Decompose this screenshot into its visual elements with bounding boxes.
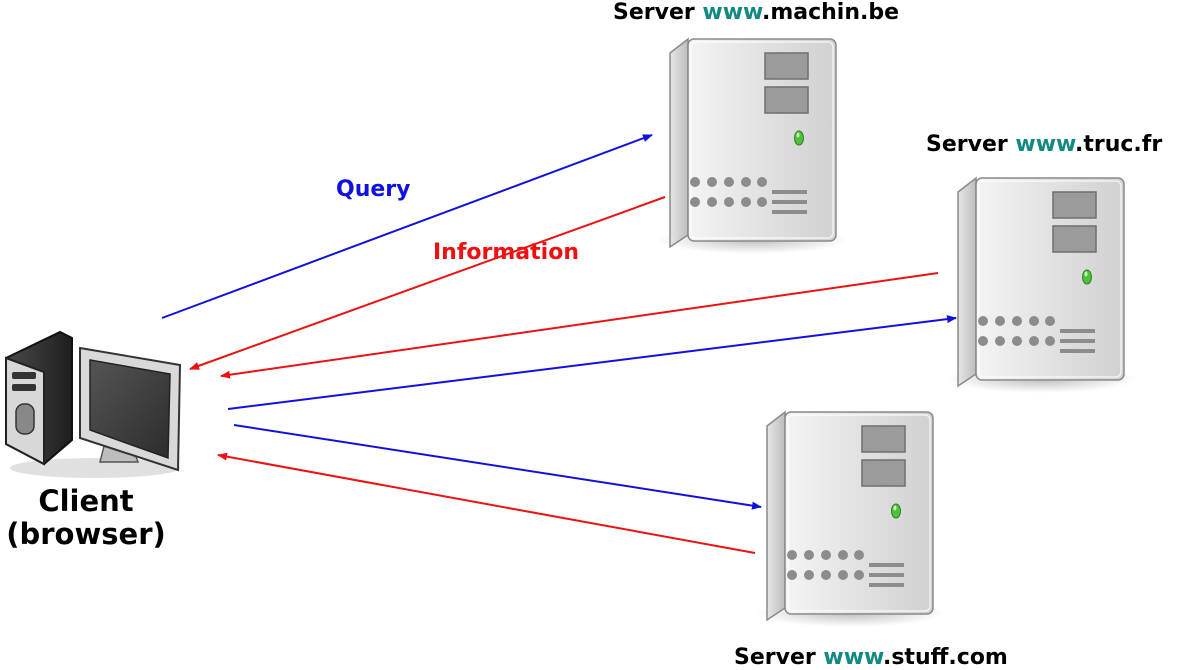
server-domain: .stuff.com — [882, 645, 1008, 670]
server-label-machin: Server www.machin.be — [613, 2, 899, 24]
server-label-stuff: Server www.stuff.com — [734, 647, 1008, 669]
server-prefix: Server — [613, 0, 703, 25]
server-icon-machin — [657, 38, 849, 255]
query-arrow-stuff — [233, 424, 762, 510]
query-arrow-machin — [161, 134, 653, 319]
www-text: www — [702, 0, 762, 25]
query-arrow-truc — [227, 315, 957, 410]
information-arrow-stuff — [217, 452, 756, 554]
server-domain: .machin.be — [761, 0, 900, 25]
information-label: Information — [433, 240, 579, 265]
server-prefix: Server — [734, 645, 824, 670]
client-label-line2: (browser) — [6, 517, 166, 552]
information-arrow-machin — [189, 196, 666, 370]
server-domain: .truc.fr — [1074, 132, 1163, 157]
server-icon-truc — [945, 177, 1137, 394]
www-text: www — [823, 645, 883, 670]
server-label-truc: Server www.truc.fr — [926, 134, 1162, 156]
query-label: Query — [336, 177, 411, 202]
server-prefix: Server — [926, 132, 1016, 157]
www-text: www — [1015, 132, 1075, 157]
client-label: Client (browser) — [0, 484, 172, 552]
server-icon-stuff — [754, 411, 946, 628]
client-computer-icon — [5, 330, 182, 478]
client-label-line1: Client — [38, 484, 134, 518]
information-arrow-truc — [220, 272, 939, 379]
